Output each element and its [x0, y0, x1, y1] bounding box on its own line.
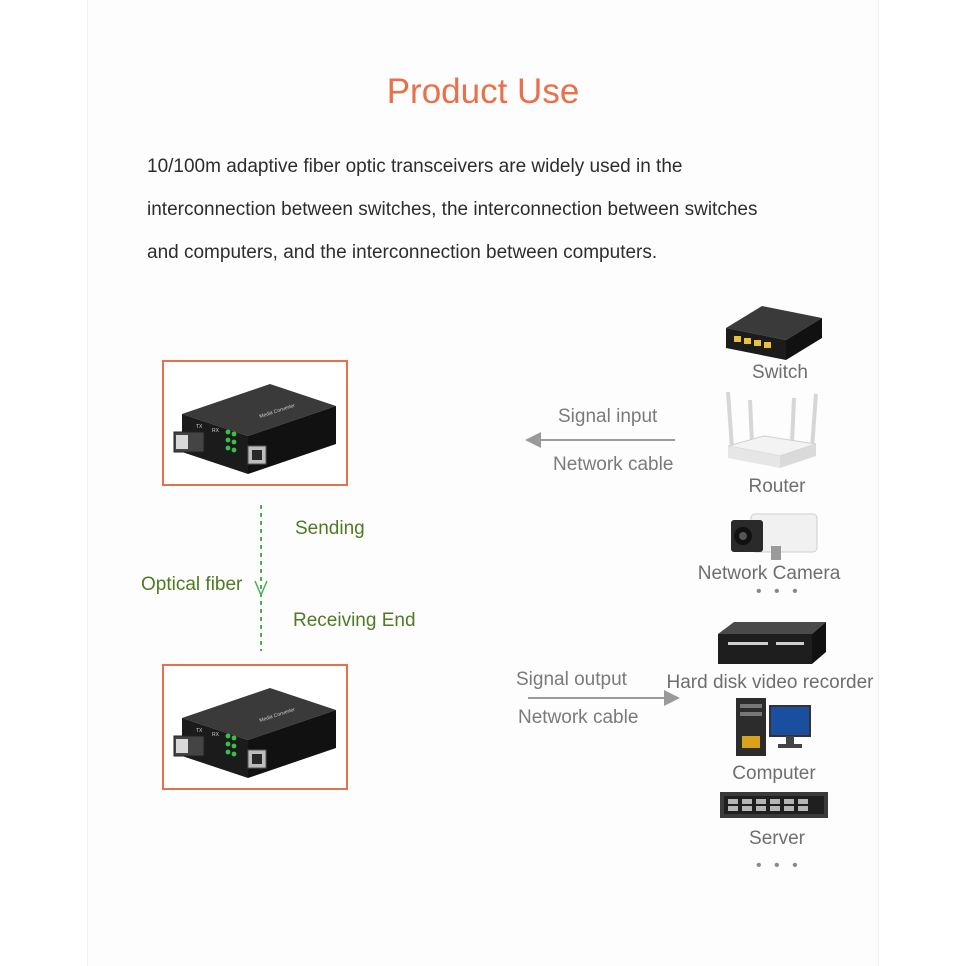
router-icon — [724, 388, 820, 472]
device-label-router: Router — [727, 476, 827, 498]
media-converter-image: TX RX Media Converter — [164, 362, 350, 488]
output-network-cable-label: Network cable — [518, 707, 638, 729]
tx-label: TX — [196, 424, 203, 430]
rx-label: RX — [212, 732, 220, 738]
server-icon — [718, 790, 830, 820]
description-line: 10/100m adaptive fiber optic transceiver… — [147, 145, 837, 188]
rx-label: RX — [212, 428, 220, 434]
tx-label: TX — [196, 728, 203, 734]
optical-fiber-line — [251, 505, 271, 655]
device-label-computer: Computer — [724, 763, 824, 785]
left-arrow-icon — [525, 430, 675, 450]
device-label-server: Server — [727, 828, 827, 850]
description-line: and computers, and the interconnection b… — [147, 231, 837, 274]
input-network-cable-label: Network cable — [553, 454, 673, 476]
transceiver-top-frame: TX RX Media Converter — [162, 360, 348, 486]
device-label-network-camera: Network Camera — [690, 563, 848, 585]
input-more-ellipsis: • • • — [756, 583, 802, 601]
switch-icon — [724, 302, 824, 362]
transceiver-bottom-frame: TX RX Media Converter — [162, 664, 348, 790]
sending-label: Sending — [295, 518, 365, 540]
optical-fiber-label: Optical fiber — [141, 574, 242, 596]
output-more-ellipsis: • • • — [756, 857, 802, 875]
video-recorder-icon — [716, 620, 828, 668]
device-label-hard-disk-video-recorder: Hard disk video recorder — [656, 672, 884, 694]
device-label-switch: Switch — [730, 362, 830, 384]
computer-icon — [730, 694, 814, 760]
signal-input-label: Signal input — [558, 406, 657, 428]
media-converter-image: TX RX Media Converter — [164, 666, 350, 792]
receiving-end-label: Receiving End — [293, 610, 416, 632]
page-title: Product Use — [0, 72, 966, 112]
description-line: interconnection between switches, the in… — [147, 188, 837, 231]
network-camera-icon — [727, 512, 819, 562]
description: 10/100m adaptive fiber optic transceiver… — [147, 145, 837, 274]
